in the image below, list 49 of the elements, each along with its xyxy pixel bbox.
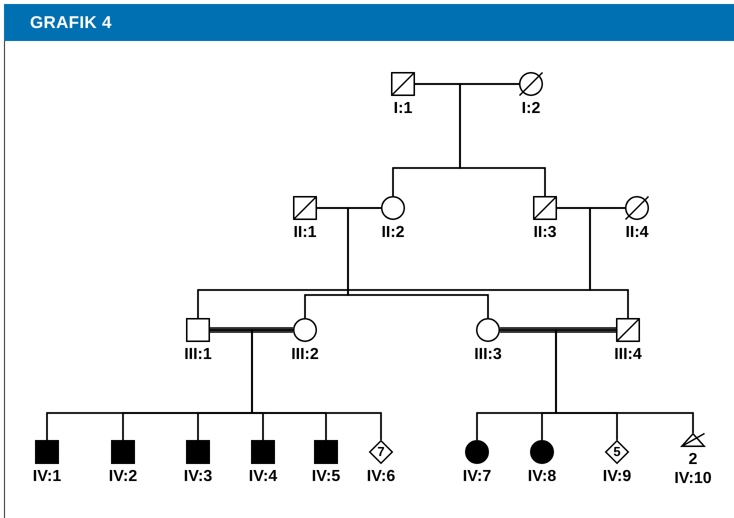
square-symbol — [616, 318, 640, 342]
individual-id-label: III:1 — [184, 346, 212, 364]
individual-id-label: II:3 — [533, 224, 557, 242]
descent-line — [589, 207, 629, 318]
diamond-symbol: 7 — [369, 440, 393, 464]
mating-line — [499, 327, 617, 333]
descent-line — [555, 329, 694, 433]
filled-square-symbol — [314, 440, 338, 464]
descent-line — [251, 329, 382, 440]
count-label: 2 — [688, 451, 698, 469]
circle-symbol — [381, 196, 405, 220]
figure-title: GRAFIK 4 — [30, 13, 112, 33]
diamond-symbol: 5 — [605, 440, 629, 464]
filled-circle-symbol — [530, 440, 554, 464]
descent-line — [347, 207, 489, 318]
square-symbol — [293, 196, 317, 220]
individual-id-label: IV:1 — [32, 468, 62, 486]
triangle-symbol — [681, 433, 705, 447]
circle-symbol — [519, 72, 543, 96]
individual-id-label: III:2 — [291, 346, 319, 364]
circle-symbol — [293, 318, 317, 342]
individual-id-label: IV:9 — [602, 468, 632, 486]
individual-id-label: IV:3 — [184, 468, 212, 486]
individual-id-label: IV:2 — [108, 468, 138, 486]
circle-symbol — [625, 196, 649, 220]
individual-id-label: IV:7 — [462, 468, 492, 486]
individual-id-label: III:3 — [474, 346, 502, 364]
descent-line — [459, 83, 546, 196]
individual-id-label: IV:6 — [366, 468, 396, 486]
individual-id-label: IV:5 — [312, 468, 340, 486]
filled-square-symbol — [35, 440, 59, 464]
filled-square-symbol — [186, 440, 210, 464]
individual-id-label: I:2 — [522, 100, 540, 118]
individual-id-label: IV:8 — [528, 468, 556, 486]
filled-circle-symbol — [465, 440, 489, 464]
individual-id-label: III:4 — [614, 346, 642, 364]
individual-id-label: II:4 — [625, 224, 649, 242]
filled-square-symbol — [251, 440, 275, 464]
individual-id-label: IV:4 — [248, 468, 278, 486]
individual-id-label: IV:10 — [674, 470, 712, 488]
individual-id-label: II:1 — [293, 224, 317, 242]
square-symbol — [533, 196, 557, 220]
individual-id-label: II:2 — [381, 224, 405, 242]
circle-symbol — [476, 318, 500, 342]
square-symbol — [391, 72, 415, 96]
square-symbol — [186, 318, 210, 342]
filled-square-symbol — [111, 440, 135, 464]
individual-id-label: I:1 — [394, 100, 412, 118]
mating-line — [209, 327, 294, 333]
